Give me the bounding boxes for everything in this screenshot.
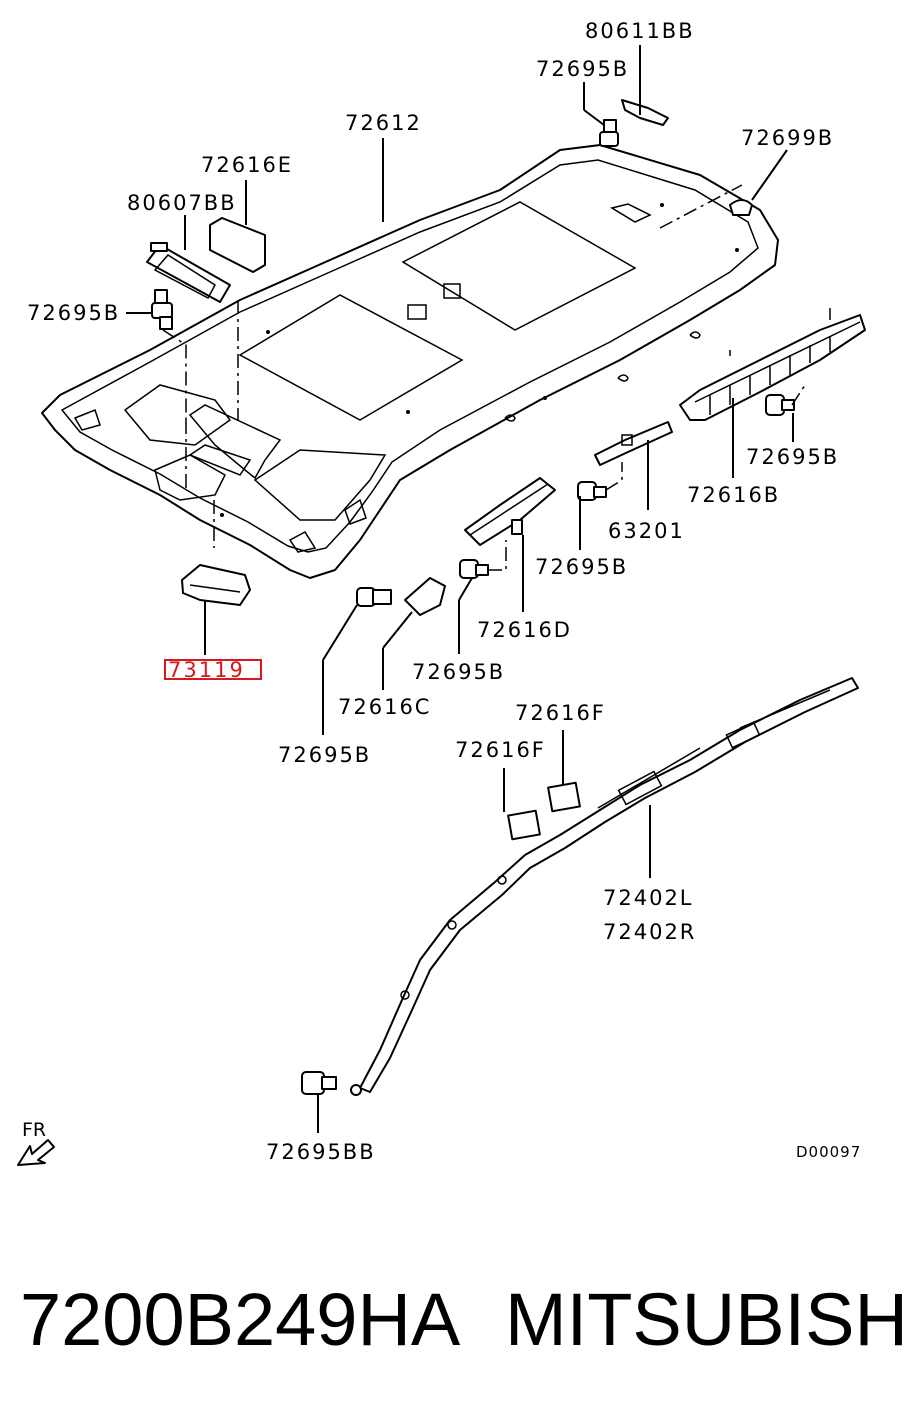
clip-72699b	[729, 199, 753, 216]
callout-72695bb: 72695BB	[266, 1140, 376, 1164]
part-72616c	[404, 577, 446, 616]
clip-72695b-bottom	[356, 587, 392, 607]
front-arrow-icon	[17, 1139, 55, 1166]
clip-72695b-left	[151, 289, 173, 330]
clip-72695b-low	[459, 559, 489, 579]
callout-80607bb: 80607BB	[127, 191, 237, 215]
callout-80611bb: 80611BB	[585, 19, 695, 43]
caption: 7200B249HA MITSUBISHI	[20, 1270, 909, 1370]
callout-72616f-a: 72616F	[515, 701, 606, 725]
room-lamp	[181, 564, 251, 606]
callout-72616e: 72616E	[201, 153, 293, 177]
highlight-box-73119	[164, 659, 262, 680]
spot-lamp-bracket	[146, 242, 231, 303]
bolt-72695bb	[301, 1071, 362, 1096]
callout-72616b: 72616B	[687, 483, 780, 507]
front-label: FR	[22, 1119, 46, 1141]
callout-72699b: 72699B	[741, 126, 834, 150]
drawing-code: D00097	[796, 1143, 861, 1161]
front-direction-indicator: FR	[17, 1119, 55, 1166]
bracket-80611bb	[621, 99, 669, 126]
callout-72695b-right: 72695B	[746, 445, 839, 469]
callout-72695b-mid: 72695B	[535, 555, 628, 579]
leader-lines	[126, 45, 794, 1133]
callout-72695b-left: 72695B	[27, 301, 120, 325]
callout-63201: 63201	[608, 519, 685, 543]
tape-72616f-a	[507, 809, 541, 841]
callout-73119: 73119	[168, 658, 245, 682]
clip-72695b-top	[599, 119, 619, 147]
curtain-airbag	[359, 677, 859, 1093]
callout-72402r: 72402R	[603, 920, 696, 944]
grip-assembly-72616b	[679, 308, 866, 421]
callout-72402l: 72402L	[603, 886, 694, 910]
headliner-panel	[41, 144, 779, 579]
tape-72616e	[209, 217, 266, 273]
part-63201	[594, 421, 673, 466]
callout-72695b-low: 72695B	[412, 660, 505, 684]
callout-72695b-top: 72695B	[536, 57, 629, 81]
callout-72695b-bottom: 72695B	[278, 743, 371, 767]
callout-72612: 72612	[345, 111, 422, 135]
part-72616d	[464, 477, 556, 546]
clip-72695b-mid	[577, 481, 607, 501]
clip-72695b-right	[765, 394, 795, 416]
brand-name: MITSUBISHI	[505, 1278, 909, 1361]
callout-72616d: 72616D	[477, 618, 572, 642]
tape-72616f-b	[547, 781, 581, 813]
callout-72616f-b: 72616F	[455, 738, 546, 762]
callout-72616c: 72616C	[338, 695, 431, 719]
part-number: 7200B249HA	[20, 1278, 461, 1361]
